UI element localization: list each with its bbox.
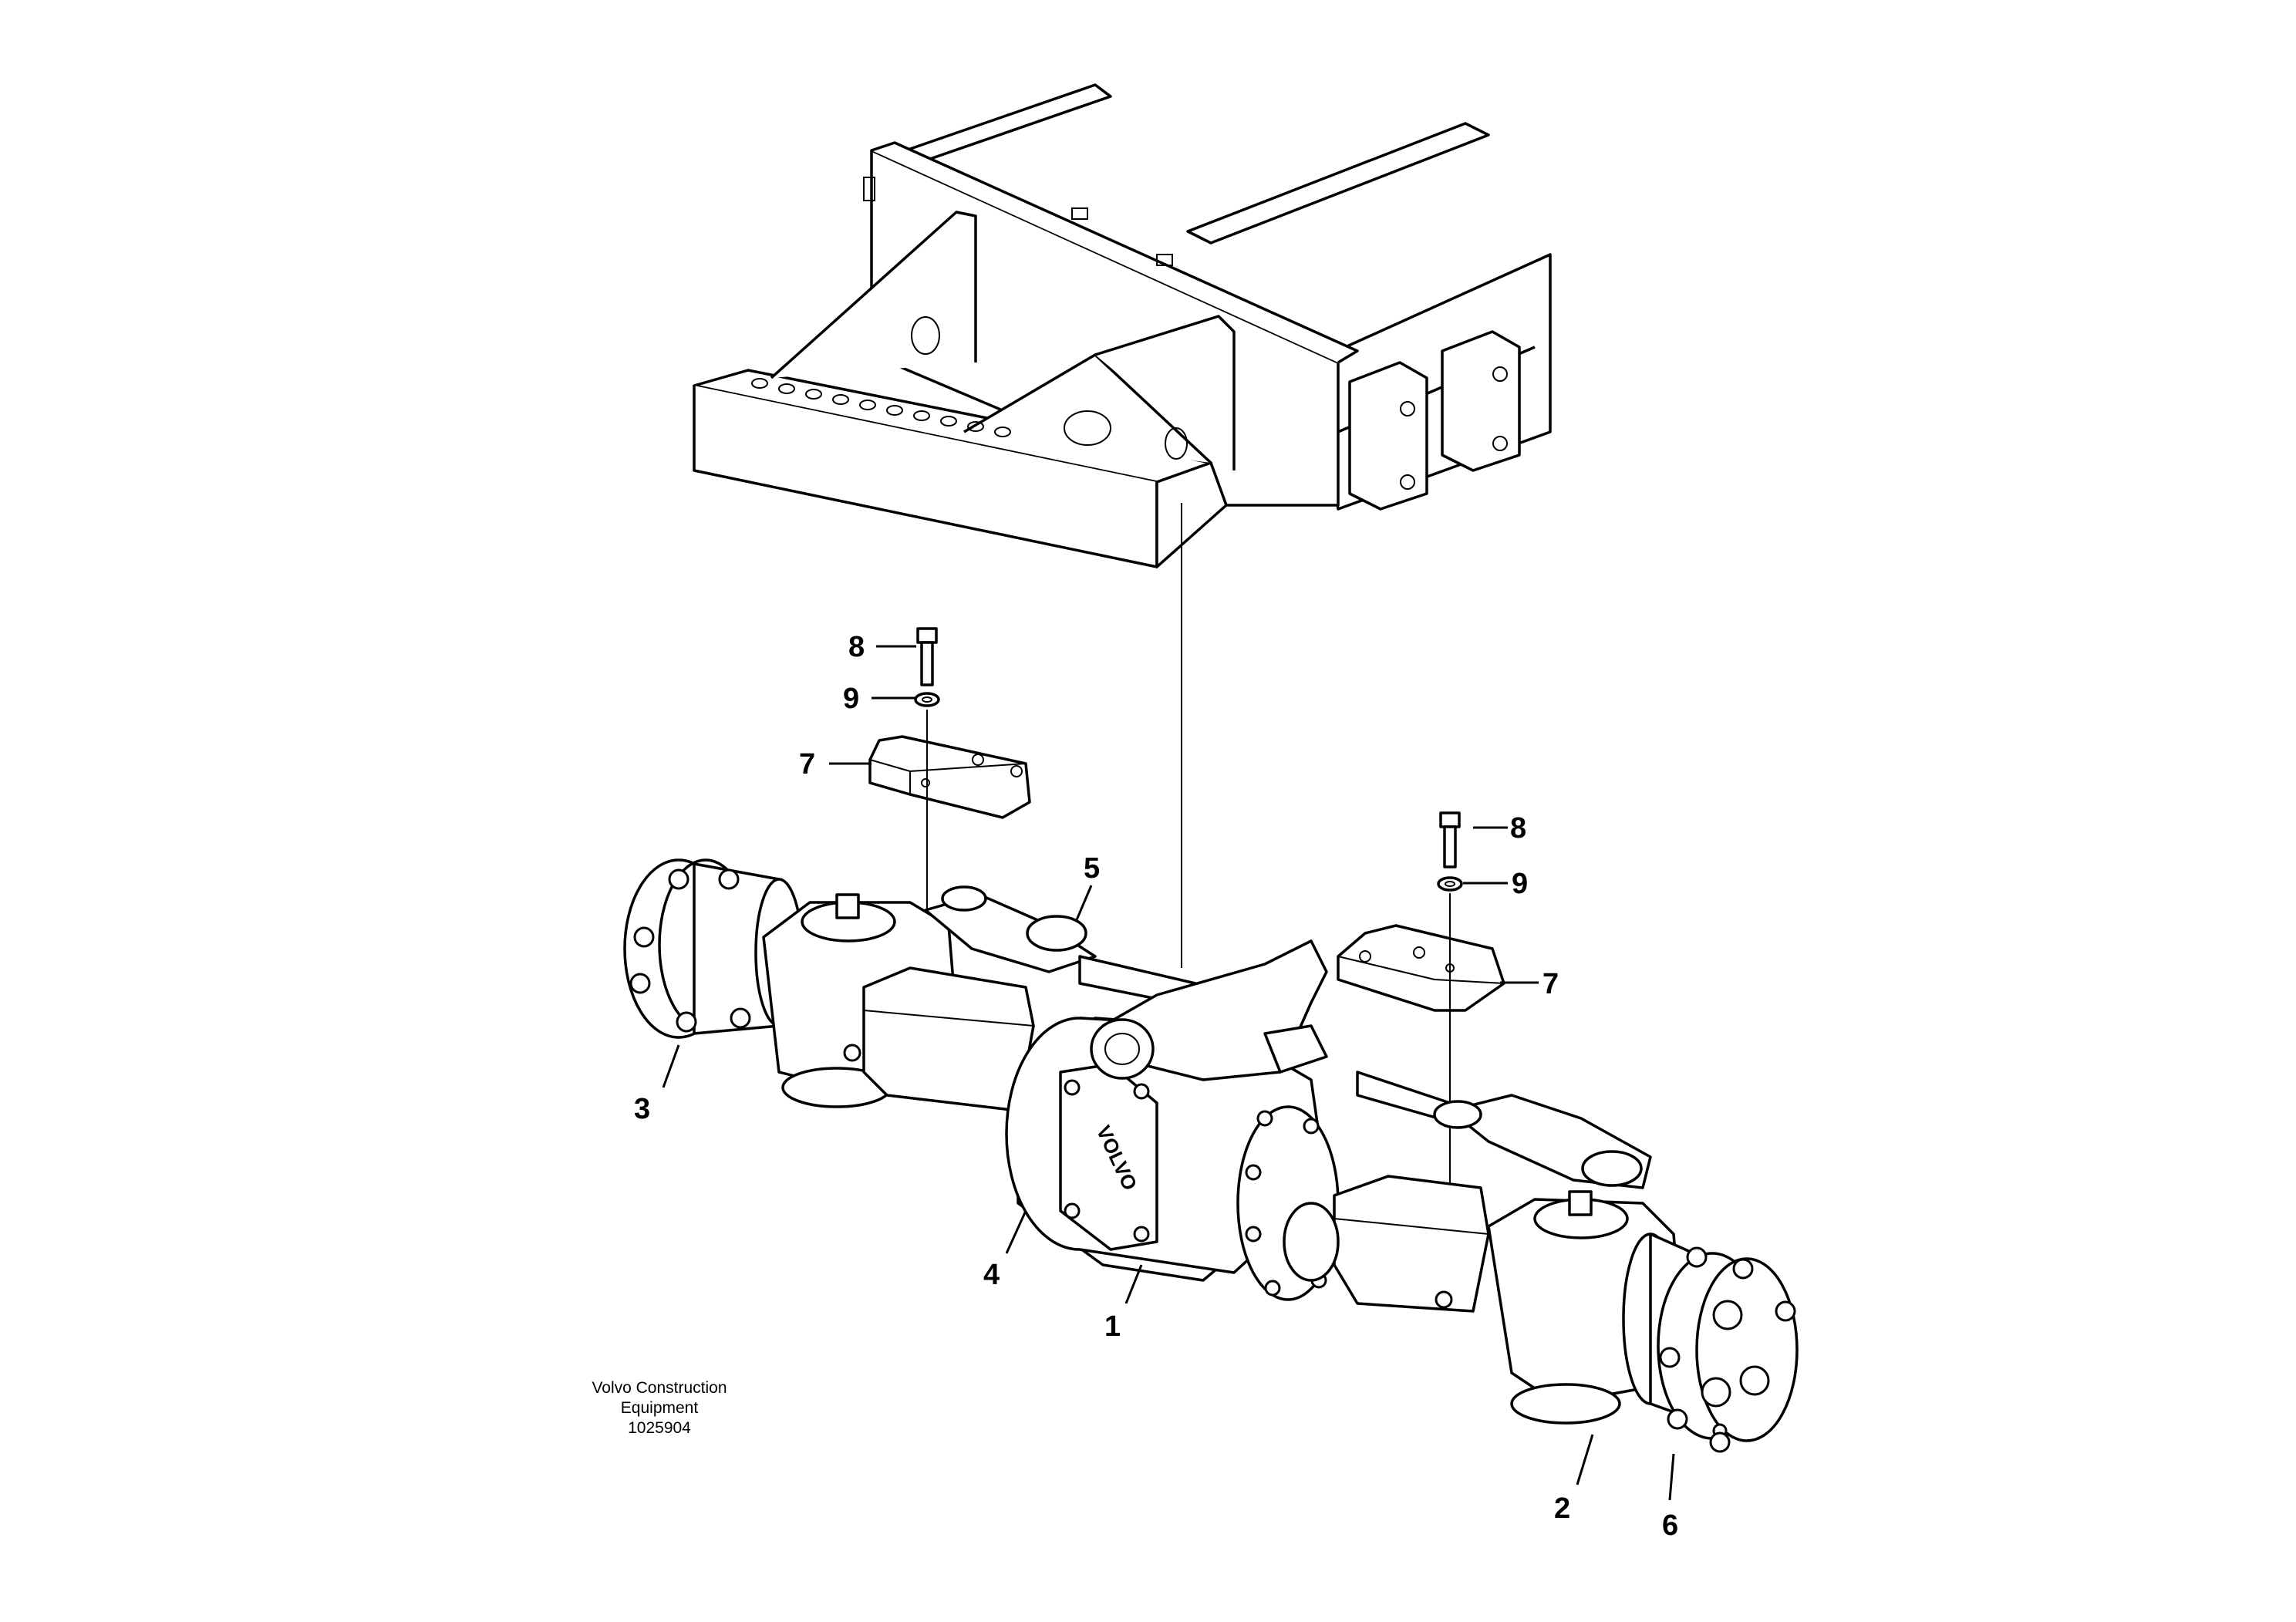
frame-assembly [693, 83, 1552, 568]
center-differential-housing: VOLVO [1005, 1017, 1340, 1301]
callout-9-right: 9 [1512, 868, 1528, 900]
plate-7-right [1337, 924, 1505, 1012]
footer-line-3: 1025904 [628, 1419, 691, 1437]
right-fastener-stack [1337, 811, 1505, 1203]
callout-8-left: 8 [848, 631, 865, 663]
callout-7-right: 7 [1542, 968, 1559, 1000]
callout-2: 2 [1554, 1492, 1570, 1525]
callout-9-left: 9 [843, 683, 859, 715]
callouts: 8 9 7 8 9 7 5 3 4 1 2 6 [634, 631, 1678, 1542]
right-tie-rod [1356, 1071, 1652, 1189]
callout-7-left: 7 [799, 748, 815, 781]
bolt-8-left [916, 627, 938, 644]
axle-assembly: VOLVO [623, 858, 1799, 1453]
footer-line-2: Equipment [621, 1399, 699, 1417]
callout-5: 5 [1084, 852, 1100, 885]
washer-9-left [914, 692, 940, 707]
callout-4: 4 [983, 1259, 1000, 1291]
frame-bolt-holes [751, 378, 1011, 437]
washer-9-right [1437, 876, 1463, 892]
footer-line-1: Volvo Construction [592, 1379, 727, 1397]
right-wheel-hub [1622, 1233, 1799, 1453]
leader-lines [662, 645, 1675, 1501]
callout-8-right: 8 [1510, 812, 1526, 845]
footer-credit: Volvo Construction Equipment 1025904 [592, 1379, 727, 1437]
callout-1: 1 [1104, 1310, 1121, 1343]
callout-6: 6 [1662, 1509, 1678, 1542]
callout-3: 3 [634, 1093, 650, 1125]
bolt-8-right [1439, 811, 1461, 828]
plate-7-left [868, 735, 1031, 819]
